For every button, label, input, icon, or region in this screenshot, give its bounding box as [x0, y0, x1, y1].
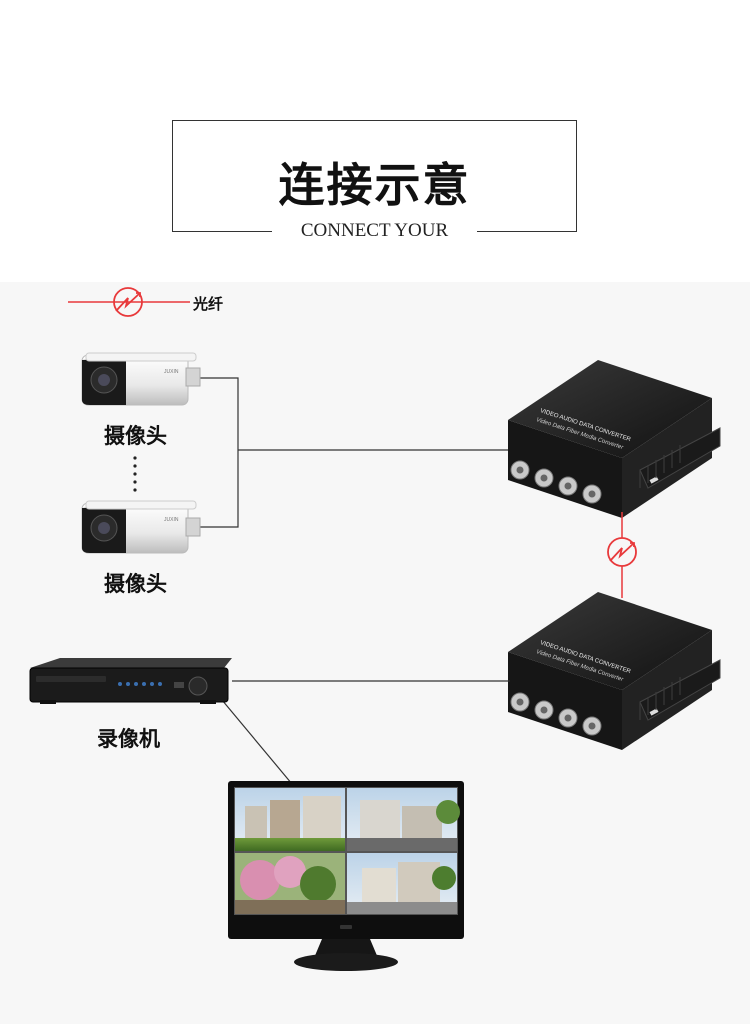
- legend-fiber-label: 光纤: [193, 295, 224, 313]
- monitor-icon: [228, 781, 464, 971]
- fiber-link: [607, 512, 637, 598]
- dvr-icon: [29, 658, 232, 704]
- camera-wires: [200, 377, 512, 528]
- camera-top-icon: [81, 352, 201, 406]
- camera-bottom-brand: JUXIN: [164, 517, 179, 523]
- screen-view-3: [235, 853, 345, 914]
- screen-view-1: [235, 788, 345, 851]
- dvr-label: 录像机: [97, 727, 160, 751]
- screen-view-2: [347, 788, 460, 851]
- camera-top-label: 摄像头: [104, 424, 167, 448]
- page-subtitle: CONNECT YOUR: [272, 219, 477, 243]
- converter-bottom-icon: [508, 592, 721, 750]
- legend-fiber-symbol: [68, 287, 190, 317]
- screen-view-4: [347, 853, 457, 914]
- page-title: 连接示意: [278, 158, 471, 212]
- camera-bottom-label: 摄像头: [104, 572, 167, 596]
- camera-top-brand: JUXIN: [164, 369, 179, 375]
- dvr-wires: [221, 680, 510, 785]
- converter-top-icon: [508, 360, 721, 518]
- ellipsis-dots: [133, 456, 137, 492]
- camera-bottom-icon: [81, 500, 201, 554]
